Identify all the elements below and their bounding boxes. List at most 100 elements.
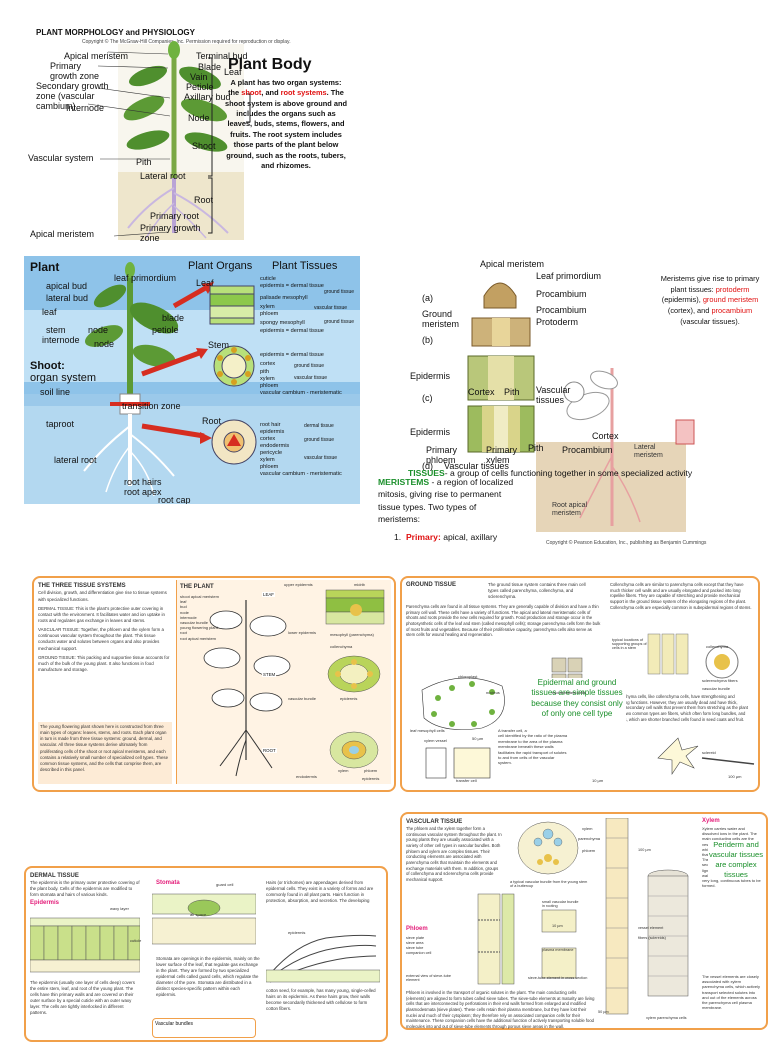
label-chloroplast: chloroplast [458, 674, 478, 679]
label-a: (a) [422, 293, 433, 303]
plant-organs-heading: Plant Organs [188, 260, 253, 272]
label-internode: internode [42, 335, 80, 345]
simple-tissue-callout: Epidermal and ground tissues are simple … [528, 678, 626, 734]
label-lateral-root: Lateral root [140, 171, 186, 181]
stem-tag: STEM [262, 672, 277, 677]
young-plant-text: The young flowering plant shown here is … [38, 722, 172, 784]
stomata-illustration [152, 893, 256, 945]
label-cuticle: cuticle [130, 938, 142, 943]
leaf-group-vascular: vascular tissue [314, 305, 348, 311]
label-pith: Pith [136, 157, 152, 167]
epidermis-text: The epidermis (usually one layer of cell… [30, 980, 135, 1015]
parenchyma-text: Parenchyma cells are found in all tissue… [406, 604, 601, 638]
label-internode: Internode [66, 103, 105, 113]
label-plasma-membrane: plasma membrane [542, 948, 574, 952]
label-vascular-tissues-2: Vascular tissues [444, 461, 509, 471]
label-epidermis: epidermis [340, 696, 358, 701]
label-terminal-bud: Terminal bud [196, 51, 248, 61]
label-endodermis: endodermis [296, 774, 317, 779]
label-waxy-layer: waxy layer [110, 906, 129, 911]
scale-50: 50 µm [472, 736, 484, 741]
label-c: (c) [422, 393, 433, 403]
scale-100: 100 µm [728, 774, 742, 779]
plant-body-slide: PLANT MORPHOLOGY and PHYSIOLOGY Copyrigh… [28, 28, 358, 243]
label-typical-bundle: a typical vascular bundle from the young… [510, 880, 588, 888]
label-organ-system: organ system [30, 372, 97, 384]
label-cross-section: sieve-tube element in cross section [528, 976, 588, 980]
label-primary-growth-zone-bottom: Primary growth zone [140, 223, 201, 243]
label-midrib: midrib [354, 582, 365, 587]
label-guard-cell: guard cell [216, 882, 234, 887]
label-root-apex: root apex [124, 487, 162, 497]
vascular-bundles-box: Vascular bundles [152, 1018, 256, 1038]
label-root-hairs: root hairs [124, 477, 162, 487]
collenchyma-text: Collenchyma cells are similar to parench… [610, 582, 752, 610]
plant-body-title: Plant Body [228, 56, 312, 73]
label-mesophyll-cells: leaf mesophyll cells [410, 728, 445, 733]
label-xylem-vessel: xylem vessel [424, 738, 447, 743]
xylem-heading: Xylem [702, 818, 720, 824]
label-shoot: Shoot: [30, 360, 65, 372]
label-small-bundle: small vascular bundle in rooting [542, 900, 579, 908]
meristems-slide: Apical meristem Leaf primordium Procambi… [376, 256, 768, 548]
label-sclereid: sclereid [702, 750, 716, 755]
label-taproot: taproot [46, 419, 75, 429]
cotton-text: cotton seed, for example, has many young… [266, 988, 376, 1011]
dermal-tissue-panel: DERMAL TISSUE The epidermis is the prima… [24, 866, 388, 1042]
stomata-text: Stomata are openings in the epidermis, m… [156, 956, 260, 997]
label-xylem-parenchyma: xylem parenchyma cells [646, 1016, 687, 1020]
label-shoot: Shoot [192, 141, 216, 151]
label-epidermis-hair: epidermis [288, 930, 306, 935]
label-epidermis-root: epidermis [362, 776, 380, 781]
label-leaf-primordium: leaf primordium [114, 273, 177, 283]
label-procambium: Procambium [536, 289, 587, 299]
organs-tissues-illustration [83, 262, 257, 497]
label-stem: stem [46, 325, 66, 335]
label-node-2: node [94, 339, 115, 349]
vascular-bundle-illustration [517, 821, 579, 875]
label-procambium-3: Procambium [562, 445, 613, 455]
xylem-vessel-illustration [605, 818, 629, 1015]
leaf-group-ground-2: ground tissue [324, 319, 355, 325]
phloem-heading: Phloem [406, 926, 428, 932]
label-secondary-growth-zone: Secondary growth zone (vascular cambium) [36, 81, 109, 111]
ground-tissue-intro: The ground tissue system contains three … [488, 582, 586, 599]
label-apical-meristem: Apical meristem [480, 259, 545, 269]
label-b: (b) [422, 335, 433, 345]
phloem-illustration [477, 893, 577, 985]
label-soil-line: soil line [40, 387, 71, 397]
label-lower-epidermis: lower epidermis [288, 630, 317, 635]
scale-10: 10 µm [592, 778, 604, 783]
label-collenchyma: collenchyma [330, 644, 353, 649]
plant-tissues-heading: Plant Tissues [272, 260, 338, 272]
label-epidermis: Epidermis [410, 371, 451, 381]
stomata-heading: Stomata [156, 880, 180, 886]
meristem-illustration [467, 282, 695, 532]
root-group-ground: ground tissue [304, 437, 335, 443]
root-group-dermal: dermal tissue [304, 423, 334, 429]
label-vascular-bundle-2: vascular bundle [702, 686, 731, 691]
tissues-definition: TISSUES- a group of cells functioning to… [408, 468, 693, 478]
ground-tissue-heading: GROUND TISSUE [406, 582, 457, 588]
leaf-group-ground: ground tissue [324, 289, 355, 295]
stem-group-vascular: vascular tissue [294, 375, 328, 381]
label-phloem-vb: phloem [582, 848, 596, 853]
leaf-tag: LEAF [262, 592, 275, 597]
label-vain: Vain [190, 72, 208, 82]
vessel-element-illustration [647, 869, 689, 997]
label-petiole: Petiole [186, 82, 214, 92]
label-vascular-tissues: Vascular tissues [536, 385, 571, 405]
root-tag: ROOT [262, 748, 277, 753]
organ-leaf: Leaf [196, 278, 214, 288]
label-primary-growth-zone: Primary growth zone [50, 61, 100, 81]
three-tissue-illustration [203, 589, 385, 777]
label-external-view: external view of sieve-tube element [406, 974, 451, 982]
scale-10-v: 10 µm [552, 924, 563, 928]
copyright-note: Copyright © The McGraw-Hill Companies, I… [82, 39, 291, 45]
label-xylem: xylem [338, 768, 349, 773]
label-blade: Blade [198, 62, 222, 72]
label-node-1: node [88, 325, 109, 335]
vascular-intro: VASCULAR TISSUE The phloem and the xylem… [406, 819, 502, 883]
label-transfer-cell: transfer cell [456, 778, 477, 783]
